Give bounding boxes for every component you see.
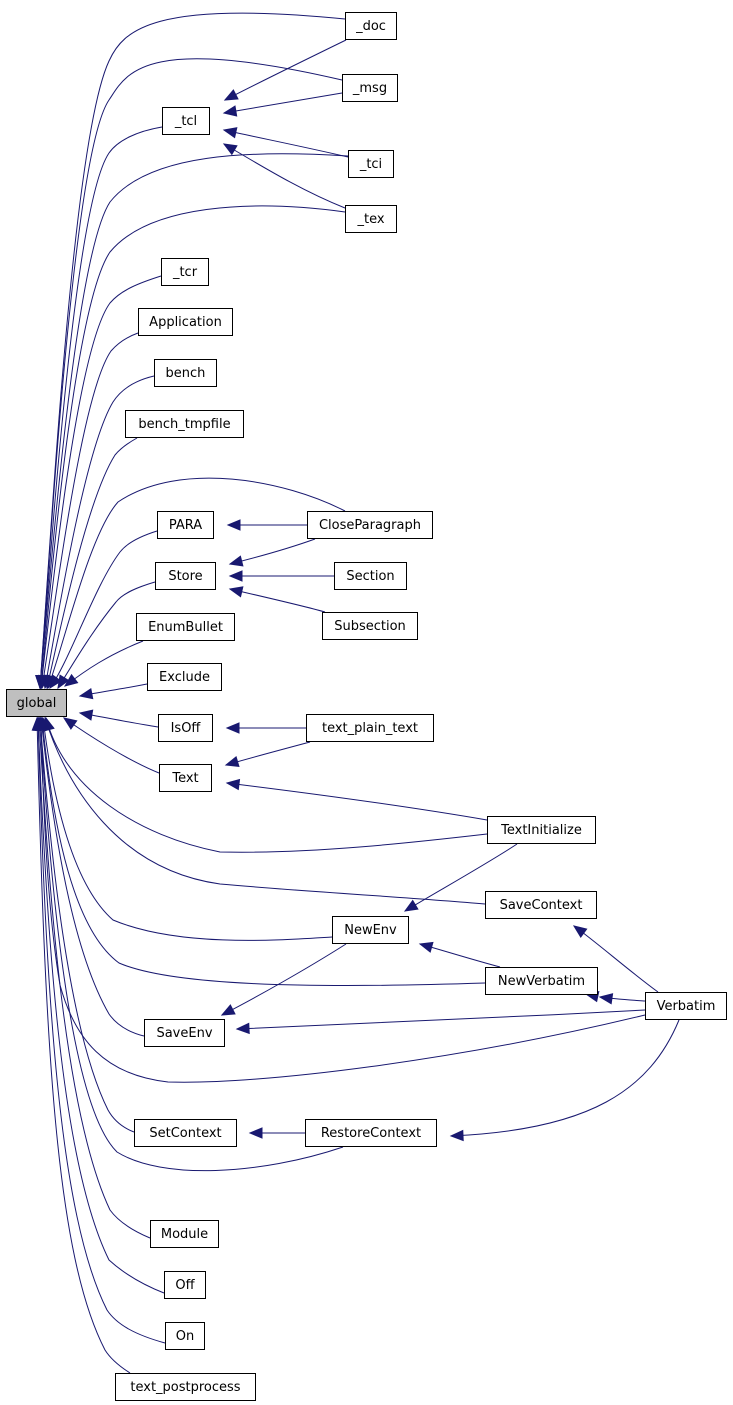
edge-_tex-to-global — [40, 205, 346, 689]
node-isoff[interactable]: IsOff — [158, 714, 213, 742]
node-restorecontext[interactable]: RestoreContext — [305, 1119, 437, 1147]
node-section[interactable]: Section — [334, 562, 407, 590]
edge-Verbatim-to-RestoreContext — [450, 1019, 680, 1137]
edge-Verbatim-to-global — [40, 717, 646, 1083]
arrowhead-Verbatim-to-RestoreContext — [449, 1129, 464, 1142]
edge-_tex-to-_tcl — [223, 143, 346, 209]
arrowhead-NewVerbatim-to-NewEnv — [418, 941, 434, 953]
arrowhead-TextInitialize-to-NewEnv — [403, 899, 419, 912]
arrowhead-_doc-to-_tcl — [223, 89, 239, 101]
node-para[interactable]: PARA — [157, 511, 214, 539]
arrowhead-text_postprocess-to-global — [31, 716, 44, 731]
node-msg[interactable]: _msg — [342, 74, 398, 102]
node-off[interactable]: Off — [164, 1271, 206, 1299]
edge-bench-to-global — [44, 375, 155, 689]
edge-TextInitialize-to-Text — [226, 782, 488, 821]
edge-Text-to-global — [63, 717, 160, 774]
node-textinitialize[interactable]: TextInitialize — [487, 816, 596, 844]
edge-On-to-global — [37, 717, 166, 1344]
arrowhead-Verbatim-to-SaveContext — [572, 925, 588, 939]
node-newverbatim[interactable]: NewVerbatim — [485, 967, 598, 995]
arrowhead-Verbatim-to-NewVerbatim — [598, 993, 614, 1005]
node-newenv[interactable]: NewEnv — [332, 916, 409, 944]
edge-Subsection-to-Store — [229, 588, 326, 613]
node-text-postprocess[interactable]: text_postprocess — [115, 1373, 256, 1401]
edge-SaveContext-to-global — [44, 717, 486, 905]
node-tci[interactable]: _tci — [348, 150, 394, 178]
node-setcontext[interactable]: SetContext — [134, 1119, 237, 1147]
node-text[interactable]: Text — [159, 764, 212, 792]
edge-_msg-to-_tcl — [223, 92, 343, 114]
edge-text_plain_text-to-Text — [225, 741, 311, 766]
arrowhead-EnumBullet-to-global — [63, 673, 79, 687]
edge-_msg-to-global — [39, 58, 343, 689]
node-on[interactable]: On — [165, 1322, 205, 1350]
node-bench[interactable]: bench — [154, 359, 217, 387]
edge-CloseParagraph-to-global — [47, 477, 346, 689]
edge-PARA-to-global — [49, 530, 158, 689]
arrowhead-_tex-to-_tcl — [222, 143, 238, 156]
arrowhead-Verbatim-to-SaveEnv — [235, 1022, 250, 1035]
arrowhead-RestoreContext-to-SetContext — [248, 1127, 263, 1139]
edge-CloseParagraph-to-Store — [229, 538, 316, 565]
edge-_doc-to-_tcl — [224, 39, 347, 101]
node-text-plain-text[interactable]: text_plain_text — [306, 714, 434, 742]
node-closeparagraph[interactable]: CloseParagraph — [307, 511, 433, 539]
edge-RestoreContext-to-global — [39, 717, 344, 1172]
arrowhead-_tci-to-_tcl — [222, 127, 238, 139]
arrowhead-TextInitialize-to-Text — [225, 778, 241, 791]
edge-EnumBullet-to-global — [64, 640, 144, 687]
edge-Application-to-global — [41, 332, 139, 689]
node-exclude[interactable]: Exclude — [147, 663, 222, 691]
arrowhead-text_plain_text-to-Text — [224, 755, 240, 768]
node-saveenv[interactable]: SaveEnv — [144, 1019, 225, 1047]
edge-SetContext-to-global — [39, 717, 135, 1133]
arrowhead-IsOff-to-global — [78, 709, 94, 721]
node-tcr[interactable]: _tcr — [161, 258, 209, 286]
node-tex[interactable]: _tex — [345, 205, 397, 233]
node-doc[interactable]: _doc — [345, 12, 397, 40]
edge-_tci-to-global — [39, 153, 349, 689]
edge-TextInitialize-to-global — [45, 717, 488, 853]
edge-NewEnv-to-global — [42, 717, 333, 941]
edge-SaveEnv-to-global — [40, 717, 145, 1037]
node-savecontext[interactable]: SaveContext — [485, 891, 597, 919]
edge-TextInitialize-to-NewEnv — [404, 843, 518, 912]
arrowhead-Subsection-to-Store — [228, 586, 244, 598]
edge-text_postprocess-to-global — [36, 717, 131, 1374]
edge-Module-to-global — [38, 717, 151, 1239]
edge-Store-to-global — [57, 581, 156, 689]
arrowhead-text_plain_text-to-IsOff — [225, 722, 240, 734]
node-application[interactable]: Application — [138, 308, 233, 336]
node-verbatim[interactable]: Verbatim — [645, 992, 727, 1020]
arrowhead-CloseParagraph-to-PARA — [226, 519, 241, 531]
arrowhead-NewEnv-to-SaveEnv — [220, 1004, 236, 1016]
arrowhead-Exclude-to-global — [78, 688, 94, 700]
edge-_tcl-to-global — [39, 126, 163, 689]
edge-Off-to-global — [37, 717, 165, 1294]
arrowhead-Text-to-global — [62, 717, 78, 730]
edge-bench_tmpfile-to-global — [46, 437, 138, 689]
arrowhead-Store-to-global — [57, 674, 70, 690]
node-enumbullet[interactable]: EnumBullet — [136, 613, 235, 641]
arrowhead-Section-to-Store — [228, 570, 243, 582]
arrowhead-PARA-to-global — [49, 674, 62, 690]
edge-NewEnv-to-SaveEnv — [221, 943, 347, 1016]
edge-NewVerbatim-to-global — [41, 717, 486, 986]
edge-Verbatim-to-SaveEnv — [236, 1009, 646, 1030]
node-subsection[interactable]: Subsection — [322, 612, 418, 640]
edge-_tcr-to-global — [40, 275, 162, 689]
arrowhead-CloseParagraph-to-Store — [228, 555, 244, 567]
node-tcl[interactable]: _tcl — [162, 107, 210, 135]
node-module[interactable]: Module — [150, 1220, 219, 1248]
arrowhead-_msg-to-_tcl — [222, 105, 238, 117]
node-bench-tmpfile[interactable]: bench_tmpfile — [125, 410, 244, 438]
node-store[interactable]: Store — [155, 562, 216, 590]
node-global: global — [6, 689, 67, 717]
edge-_tci-to-_tcl — [223, 129, 349, 158]
